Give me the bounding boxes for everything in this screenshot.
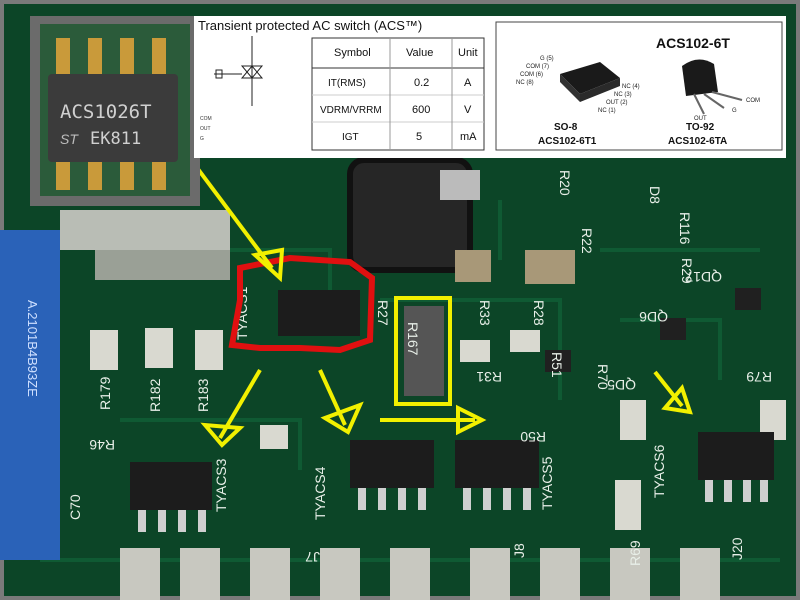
closeup-marking-line2: EK811 [90, 129, 141, 149]
pin-legend-out: OUT [200, 126, 211, 132]
so8-pin-nc3: NC (3) [614, 92, 632, 98]
chip-closeup-inset: ACS1026T ST EK811 [30, 16, 200, 206]
yellow-arrows [163, 123, 693, 448]
spec-row3-symbol: IGT [342, 132, 359, 143]
label-r46: R46 [89, 437, 115, 453]
label-tyacs3: TYACS3 [213, 458, 229, 512]
chip-tyacs4 [350, 440, 434, 510]
label-r182: R182 [147, 378, 163, 412]
label-r50: R50 [520, 429, 546, 445]
spec-row3-unit: mA [460, 131, 477, 143]
spec-row2-value: 600 [412, 104, 430, 116]
blue-capacitor-text: A.2101B4B93ZE [25, 300, 40, 397]
transistors [545, 288, 761, 372]
chip-tyacs3 [130, 462, 212, 532]
closeup-chip-body [48, 74, 178, 162]
so8-part-number: ACS102-6T1 [538, 136, 597, 147]
red-highlight-outline [228, 254, 376, 354]
bottom-connector-pins [120, 548, 720, 600]
smd-resistors [90, 328, 786, 530]
label-qd5: QD5 [607, 377, 636, 393]
label-qd17: QD17 [685, 269, 722, 285]
label-r179: R179 [97, 376, 113, 410]
label-r31: R31 [476, 369, 502, 385]
smd-capacitor-1 [455, 250, 491, 282]
label-j20: J20 [729, 537, 745, 560]
so8-pin-out2: OUT (2) [606, 100, 628, 106]
closeup-marking-line1: ACS1026T [60, 101, 152, 123]
label-r27: R27 [375, 300, 391, 326]
to92-drawing [682, 59, 743, 115]
so8-pin-com6: COM (6) [520, 72, 543, 78]
so8-pin-nc1: NC (1) [598, 108, 616, 114]
package-part-title: ACS102-6T [656, 35, 730, 51]
spec-header-value: Value [406, 47, 433, 59]
blue-capacitor [0, 230, 60, 560]
closeup-pins-bottom [56, 162, 166, 190]
so8-package-name: SO-8 [554, 122, 578, 133]
datasheet-title: Transient protected AC switch (ACS™) [198, 18, 422, 33]
label-r183: R183 [195, 378, 211, 412]
label-r70: R70 [595, 364, 611, 390]
label-r20: R20 [557, 170, 573, 196]
smd-capacitor-2 [525, 250, 575, 284]
pin-legend-g: G [200, 136, 204, 142]
label-r79: R79 [746, 369, 772, 385]
pin-legend-com: COM [200, 116, 212, 122]
datasheet-inset: Transient protected AC switch (ACS™) COM… [194, 16, 786, 158]
to92-package-name: TO-92 [686, 122, 715, 133]
spec-row1-symbol: IT(RMS) [328, 78, 366, 89]
to92-pin-out: OUT [694, 116, 707, 122]
metal-bracket [60, 210, 230, 250]
label-d8: D8 [647, 186, 663, 204]
spec-header-unit: Unit [458, 47, 478, 59]
label-j7: J7 [305, 549, 320, 565]
label-r167: R167 [405, 322, 421, 356]
power-component-tab [440, 170, 480, 200]
spec-row3-value: 5 [416, 131, 422, 143]
yellow-highlight-r167 [394, 296, 452, 406]
chip-tyacs6 [698, 432, 774, 502]
spec-header-symbol: Symbol [334, 47, 371, 59]
label-tyacs6: TYACS6 [651, 444, 667, 498]
label-j8: J8 [511, 543, 527, 558]
spec-table [311, 37, 485, 151]
label-tyacs4: TYACS4 [312, 466, 328, 520]
label-c70: C70 [67, 494, 83, 520]
label-r116: R116 [677, 212, 693, 245]
spec-row1-unit: A [464, 77, 472, 89]
so8-drawing [560, 62, 620, 102]
so8-pin-nc4: NC (4) [622, 84, 640, 90]
so8-pin-g5: G (5) [540, 56, 554, 62]
label-tyacs5: TYACS5 [539, 456, 555, 510]
closeup-logo: ST [60, 131, 79, 147]
to92-pin-com: COM [746, 98, 760, 104]
label-qd6: QD6 [639, 309, 668, 325]
so8-pin-com7: COM (7) [526, 64, 549, 70]
label-r29: R29 [679, 258, 695, 284]
label-r51: R51 [549, 352, 565, 378]
spec-row1-value: 0.2 [414, 77, 429, 89]
label-r22: R22 [579, 228, 595, 254]
package-box [495, 21, 783, 151]
closeup-pins-top [56, 38, 166, 76]
chip-tyacs1 [278, 290, 360, 336]
triac-symbol [214, 36, 264, 106]
so8-pin-nc8: NC (8) [516, 80, 534, 86]
metal-bracket-lower [95, 250, 230, 280]
label-r69: R69 [627, 540, 643, 566]
label-r28: R28 [531, 300, 547, 326]
to92-pin-g: G [732, 108, 737, 114]
spec-row2-symbol: VDRM/VRRM [320, 105, 382, 116]
r167-component [404, 306, 444, 396]
chip-tyacs5 [455, 440, 539, 510]
spec-row2-unit: V [464, 104, 472, 116]
label-r33: R33 [477, 300, 493, 326]
to92-part-number: ACS102-6TA [668, 136, 727, 147]
